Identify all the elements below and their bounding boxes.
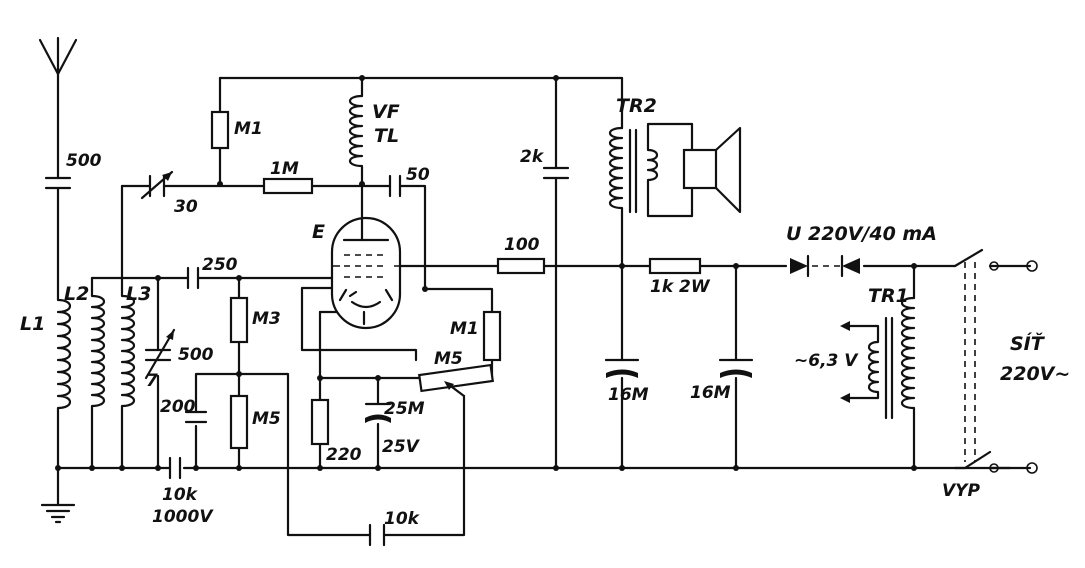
label-c-16m-right: 16M	[690, 383, 731, 403]
output-transformer-tr2	[608, 122, 694, 218]
label-l3: L3	[126, 283, 151, 305]
label-rectifier: U 220V/40 mA	[786, 223, 937, 245]
choke-vf-tl	[348, 94, 364, 174]
label-transformer-power: TR1	[868, 285, 909, 307]
capacitor-2k	[542, 166, 570, 180]
loudspeaker-icon	[682, 122, 742, 218]
label-c-25m: 25M	[384, 399, 425, 419]
capacitor-200	[184, 410, 208, 424]
label-l2: L2	[64, 283, 89, 305]
resistor-1k-2w	[648, 257, 702, 275]
label-r-m1-screen: M1	[450, 319, 479, 339]
antenna-symbol	[38, 36, 78, 76]
potentiometer-m5	[417, 363, 495, 398]
capacitor-10k-feedback	[368, 523, 386, 547]
capacitor-16m-right	[718, 358, 754, 378]
label-c-tune-mark: 7	[146, 371, 158, 391]
label-l1: L1	[20, 313, 45, 335]
label-r-100: 100	[504, 235, 540, 255]
label-c-50: 50	[406, 165, 430, 185]
resistor-m1-top	[210, 110, 230, 150]
label-c-10k-value: 10k	[162, 485, 199, 505]
capacitor-trimmer	[140, 170, 174, 200]
capacitor-250	[186, 266, 200, 290]
label-c-10k-bottom: 10k	[384, 509, 421, 529]
capacitor-16m-left	[604, 358, 640, 378]
capacitor-antenna	[44, 176, 72, 190]
capacitor-25m-electrolytic	[364, 402, 392, 423]
label-pot-m5: M5	[434, 349, 463, 369]
label-c-2k: 2k	[520, 147, 545, 167]
label-mains: SÍŤ	[1010, 332, 1046, 355]
label-r-m3: M3	[252, 309, 281, 329]
resistor-m1-screen	[482, 310, 502, 362]
ground-symbol	[40, 503, 76, 524]
label-choke-tl: TL	[374, 125, 399, 147]
label-transformer-out: TR2	[616, 95, 657, 117]
capacitor-tuning	[144, 328, 176, 380]
coil-l1	[56, 288, 72, 422]
label-r-220: 220	[326, 445, 362, 465]
resistor-100	[496, 257, 546, 275]
label-choke-vf: VF	[372, 101, 400, 123]
label-r-m1-top: M1	[234, 119, 263, 139]
label-r-1k-2w: 1k 2W	[650, 277, 711, 297]
label-c-16m-left: 16M	[608, 385, 649, 405]
label-c-25v: 25V	[382, 437, 421, 457]
junction-dots	[55, 75, 917, 471]
mains-switch	[953, 248, 1038, 474]
capacitor-10k-1000v	[168, 456, 182, 480]
power-transformer-tr1	[840, 296, 916, 422]
label-c-10k-voltage: 1000V	[152, 507, 214, 527]
coil-l3	[120, 288, 136, 422]
label-c-ant: 500	[66, 151, 102, 171]
resistor-220	[310, 398, 330, 446]
label-switch: VYP	[942, 481, 980, 501]
resistor-1m	[262, 177, 314, 195]
resistor-m5-grid	[229, 394, 249, 450]
capacitor-50	[388, 174, 402, 198]
resistor-m3	[229, 296, 249, 344]
label-c-200: 200	[160, 397, 196, 417]
label-heater-voltage: ~6,3 V	[794, 351, 859, 371]
rectifier-u	[790, 254, 860, 278]
label-c-250: 250	[202, 255, 238, 275]
coil-l2	[90, 288, 106, 422]
label-c-tune: 500	[178, 345, 214, 365]
label-mains-voltage: 220V~	[1000, 363, 1070, 385]
label-r-1m: 1M	[270, 159, 299, 179]
label-r-m5-grid: M5	[252, 409, 281, 429]
tube-e	[330, 216, 402, 330]
wiring	[56, 72, 1032, 537]
label-c-trim: 30	[174, 197, 198, 217]
label-tube: E	[312, 221, 325, 243]
